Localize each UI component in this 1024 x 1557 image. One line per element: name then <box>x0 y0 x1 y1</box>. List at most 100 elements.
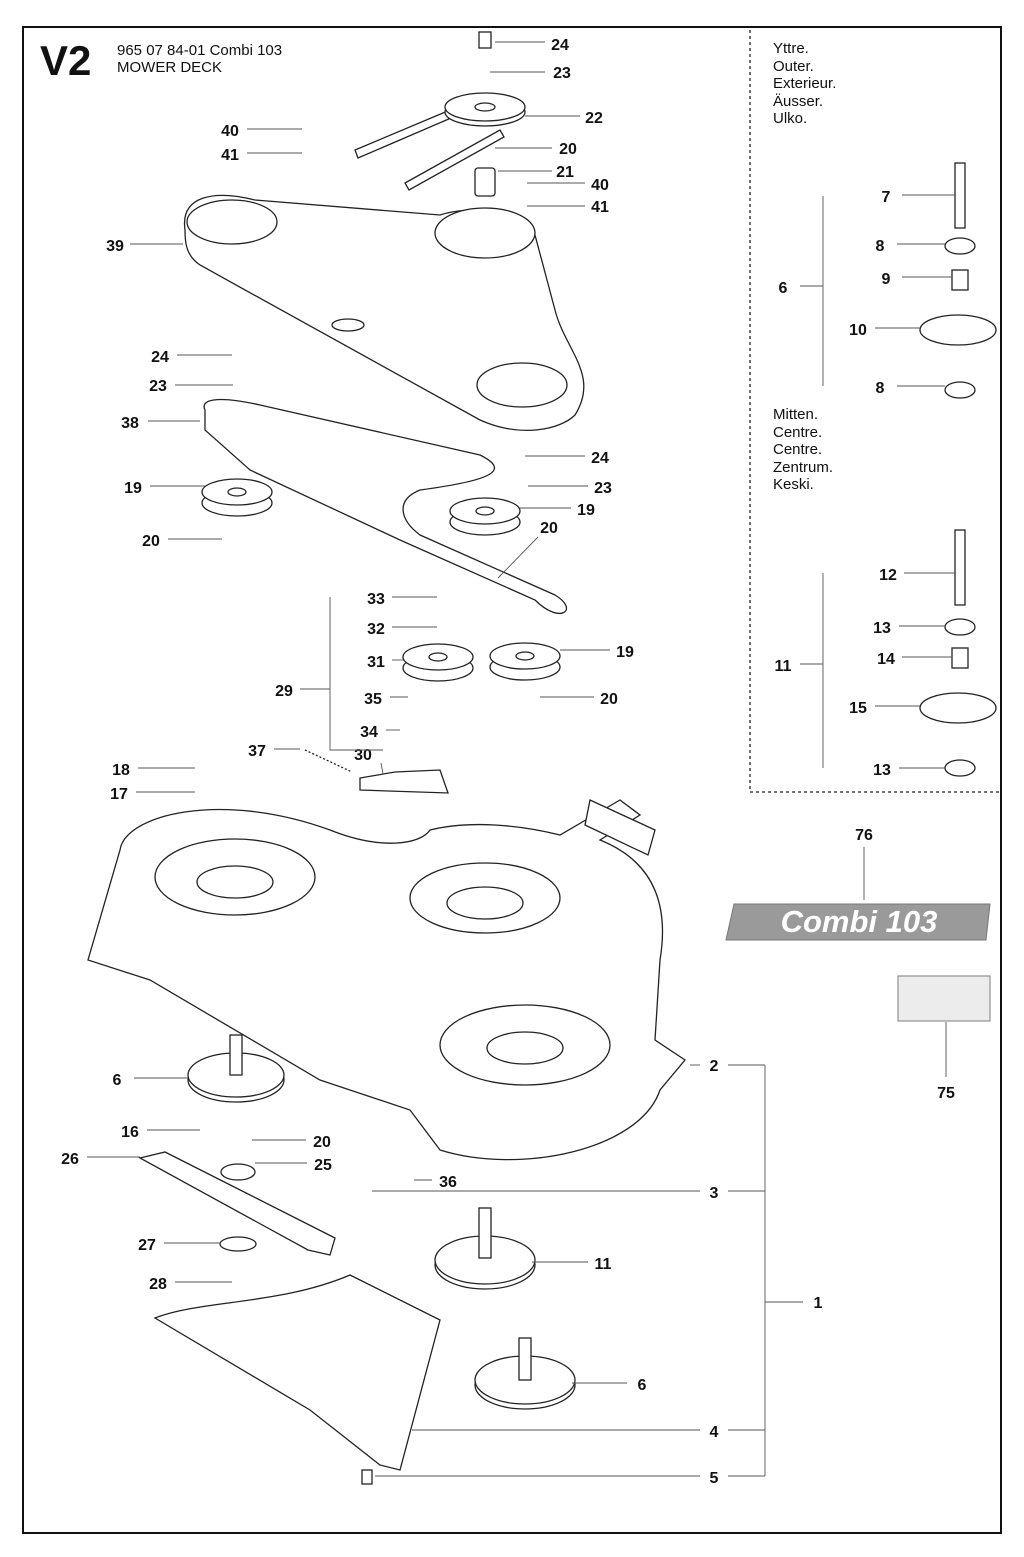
callout-label-15: 15 <box>849 700 867 717</box>
cover-dome-right <box>476 362 568 408</box>
callout-label-13: 13 <box>873 762 891 779</box>
housing-10 <box>919 314 997 346</box>
deck-handle <box>584 799 656 856</box>
callout-label-32: 32 <box>367 621 385 638</box>
callout-label-17: 17 <box>110 786 128 803</box>
bolt-5 <box>361 1469 373 1485</box>
spacer-14 <box>951 647 969 669</box>
cover-dome-left <box>186 199 278 245</box>
callout-label-30: 30 <box>354 747 372 764</box>
callout-label-76: 76 <box>855 827 873 844</box>
callout-label-34: 34 <box>360 724 378 741</box>
legend-center: Mitten. Centre. Centre. Zentrum. Keski. <box>773 406 833 494</box>
bearing-13-upper <box>944 618 976 636</box>
callout-label-39: 39 <box>106 238 124 255</box>
legend-outer-line: Outer. <box>773 57 814 75</box>
legend-outer-line: Exterieur. <box>773 75 837 92</box>
callout-label-25: 25 <box>314 1157 332 1174</box>
callout-label-20: 20 <box>600 691 618 708</box>
callout-label-21: 21 <box>556 164 574 181</box>
callout-label-6: 6 <box>779 280 788 297</box>
callout-label-23: 23 <box>149 378 167 395</box>
v-belt-38 <box>203 398 568 615</box>
legend-outer-line: Yttre. <box>773 40 809 57</box>
callout-label-14: 14 <box>877 651 895 668</box>
callout-label-35: 35 <box>364 691 382 708</box>
legend-outer-line: Ulko. <box>773 110 808 127</box>
callout-label-31: 31 <box>367 654 385 671</box>
bearing-8-lower <box>944 381 976 399</box>
callout-label-6: 6 <box>113 1072 122 1089</box>
page-title: 965 07 84-01 Combi 103 MOWER DECK <box>117 42 282 76</box>
callout-label-5: 5 <box>710 1470 719 1487</box>
model-badge-76 <box>725 903 991 941</box>
callout-label-41: 41 <box>591 199 609 216</box>
spindle-6-left <box>187 1034 285 1103</box>
cover-dome-mid <box>434 207 536 259</box>
callout-label-23: 23 <box>594 480 612 497</box>
callout-label-38: 38 <box>121 415 139 432</box>
housing-15 <box>919 692 997 724</box>
callout-label-2: 2 <box>710 1058 719 1075</box>
callout-label-10: 10 <box>849 322 867 339</box>
page-code: V2 <box>40 37 92 84</box>
legend-center-line: Keski. <box>773 476 814 493</box>
spacer-21 <box>474 167 496 197</box>
callout-label-20: 20 <box>142 533 160 550</box>
callout-label-12: 12 <box>879 567 897 584</box>
callout-label-8: 8 <box>876 380 885 397</box>
callout-label-4: 4 <box>710 1424 719 1441</box>
callout-label-11: 11 <box>595 1256 612 1273</box>
callout-label-9: 9 <box>882 271 891 288</box>
callout-label-20: 20 <box>559 141 577 158</box>
callout-label-75: 75 <box>937 1085 955 1102</box>
spindle-6-right <box>474 1337 576 1410</box>
shaft-12 <box>954 529 966 606</box>
callout-label-24: 24 <box>551 37 569 54</box>
callout-label-40: 40 <box>591 177 609 194</box>
shaft-7 <box>954 162 966 229</box>
callout-label-40: 40 <box>221 123 239 140</box>
callout-label-7: 7 <box>882 189 891 206</box>
callout-label-18: 18 <box>112 762 130 779</box>
callout-label-37: 37 <box>248 743 266 760</box>
callout-label-24: 24 <box>591 450 609 467</box>
callout-label-41: 41 <box>221 147 239 164</box>
spindle-11-center <box>434 1207 536 1290</box>
group-bracket <box>329 597 383 751</box>
drawing-frame <box>22 26 1002 1534</box>
callout-label-23: 23 <box>553 65 571 82</box>
cover-handle <box>331 318 365 332</box>
spring-37 <box>304 749 353 773</box>
callout-label-16: 16 <box>121 1124 139 1141</box>
callout-label-20: 20 <box>540 520 558 537</box>
bolt-24-top <box>478 31 492 49</box>
callout-label-3: 3 <box>710 1185 719 1202</box>
legend-outer: Yttre. Outer. Exterieur. Äusser. Ulko. <box>773 40 836 128</box>
callout-label-29: 29 <box>275 683 293 700</box>
callout-label-6: 6 <box>638 1377 647 1394</box>
belt-routing-decal-75 <box>897 975 991 1022</box>
callout-label-36: 36 <box>439 1174 457 1191</box>
callout-label-26: 26 <box>61 1151 79 1168</box>
legend-outer-line: Äusser. <box>773 92 824 110</box>
section-title: MOWER DECK <box>117 59 222 76</box>
belt-strip-2 <box>404 129 505 191</box>
legend-center-line: Zentrum. <box>773 458 834 476</box>
callout-label-13: 13 <box>873 620 891 637</box>
spacer-9 <box>951 269 969 291</box>
callout-label-27: 27 <box>138 1237 156 1254</box>
part-number-title: 965 07 84-01 Combi 103 <box>117 42 283 59</box>
baffle-4 <box>153 1274 441 1471</box>
bearing-13-lower <box>944 759 976 777</box>
callout-label-19: 19 <box>577 502 595 519</box>
legend-center-line: Centre. <box>773 423 823 441</box>
blade-hub-25 <box>220 1163 256 1181</box>
blade-26 <box>138 1151 336 1256</box>
callout-label-20: 20 <box>313 1134 331 1151</box>
callout-label-8: 8 <box>876 238 885 255</box>
inset-separator <box>749 30 1000 793</box>
callout-label-19: 19 <box>124 480 142 497</box>
callout-label-22: 22 <box>585 110 603 127</box>
